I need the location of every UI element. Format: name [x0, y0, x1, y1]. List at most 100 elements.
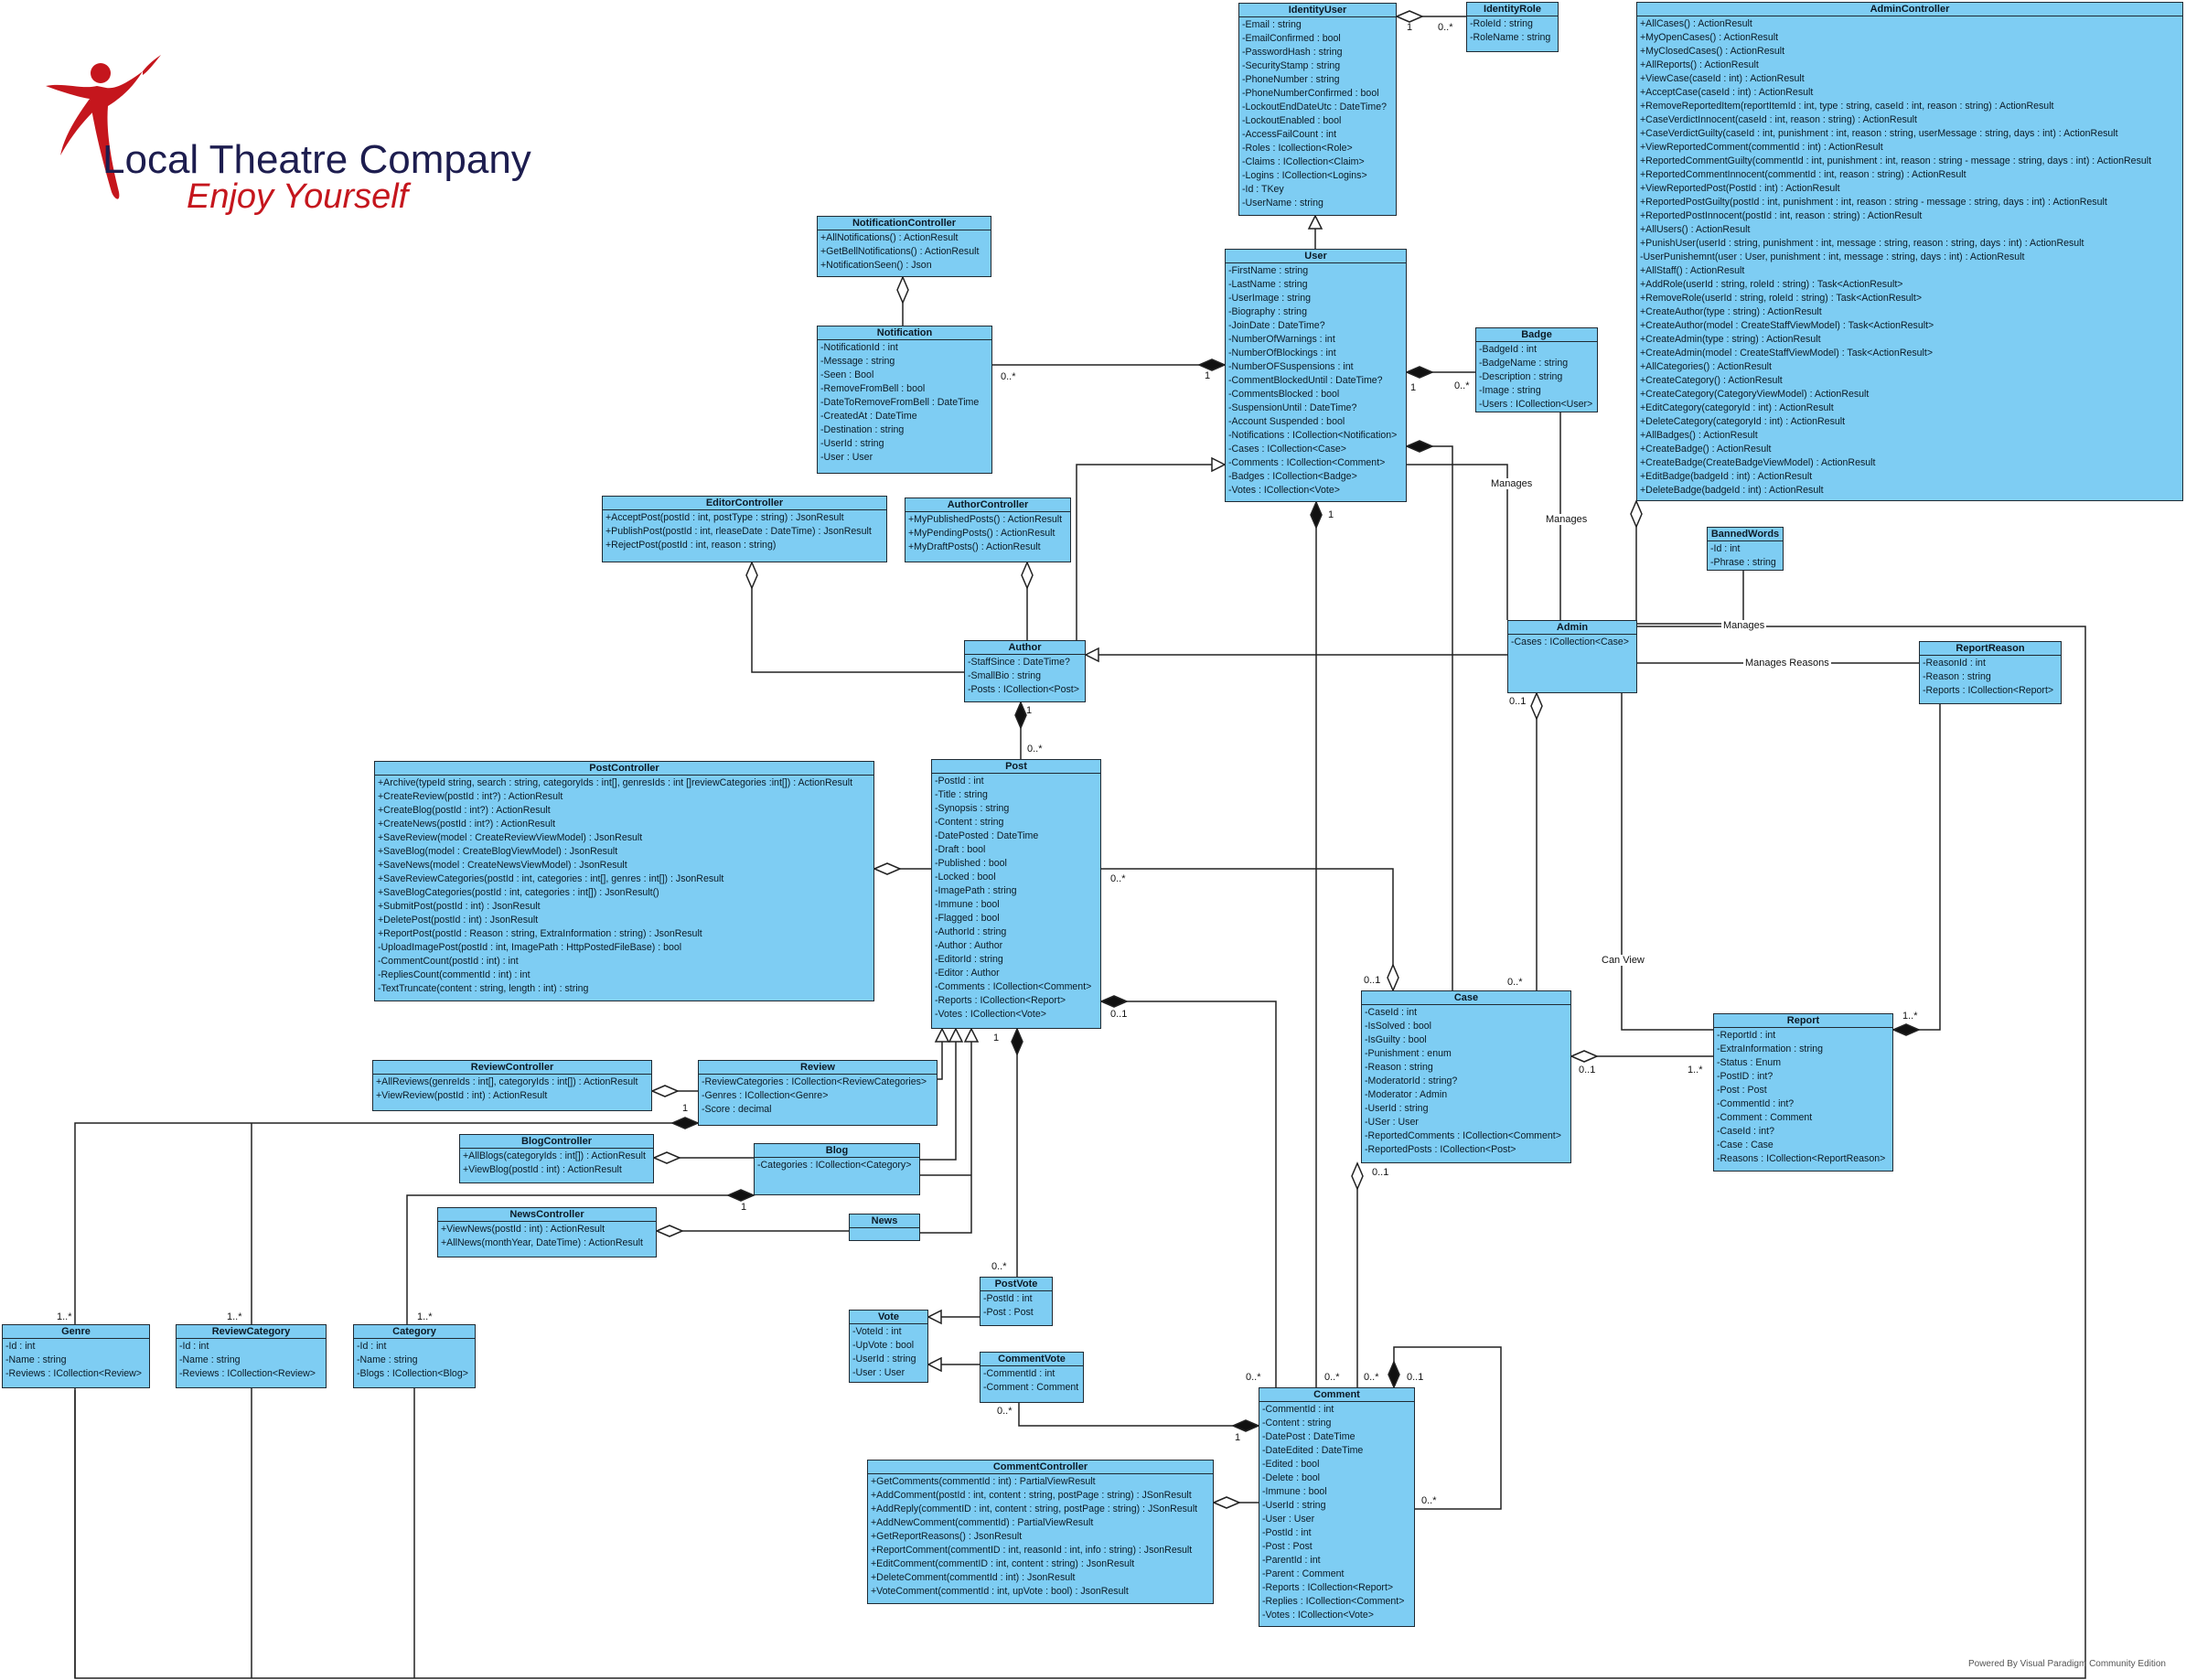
- multiplicity-label: 1: [1410, 382, 1417, 393]
- generalization-arrow: [948, 1027, 964, 1043]
- class-name: ReportReason: [1920, 642, 2061, 656]
- class-commentcontroller[interactable]: CommentController+GetComments(commentId …: [867, 1460, 1214, 1604]
- class-members: +AllCases() : ActionResult+MyOpenCases()…: [1637, 16, 2182, 498]
- class-blog[interactable]: Blog-Categories : ICollection<Category>: [754, 1143, 920, 1195]
- class-blogcontroller[interactable]: BlogController+AllBlogs(categoryIds : in…: [459, 1134, 654, 1183]
- class-member: -CommentBlockedUntil : DateTime?: [1228, 375, 1383, 386]
- aggregation-diamond: [1387, 963, 1399, 992]
- class-member: +DeletePost(postId : int) : JsonResult: [378, 915, 539, 926]
- class-member: -Replies : ICollection<Comment>: [1262, 1596, 1405, 1607]
- class-members: -Categories : ICollection<Category>: [755, 1158, 919, 1173]
- class-member: -CommentsBlocked : bool: [1228, 389, 1340, 400]
- class-reviewcontroller[interactable]: ReviewController+AllReviews(genreIds : i…: [372, 1060, 652, 1111]
- multiplicity-label: 0..*: [1324, 1372, 1340, 1383]
- multiplicity-label: 0..*: [997, 1406, 1013, 1417]
- edge-reportreason-report: [1893, 704, 1941, 1031]
- class-member: +ViewBlog(postId : int) : ActionResult: [463, 1164, 622, 1175]
- class-member: -Content : string: [1262, 1418, 1332, 1429]
- class-name: NewsController: [438, 1208, 656, 1222]
- class-member: -ImagePath : string: [935, 885, 1017, 896]
- class-report[interactable]: Report-ReportId : int-ExtraInformation :…: [1713, 1013, 1893, 1172]
- class-news[interactable]: News: [849, 1214, 920, 1241]
- class-name: Case: [1362, 991, 1570, 1005]
- class-member: -DateEdited : DateTime: [1262, 1445, 1364, 1456]
- class-member: -CommentCount(postId : int) : int: [378, 956, 519, 967]
- class-member: -ModeratorId : string?: [1365, 1075, 1458, 1086]
- class-name: IdentityUser: [1239, 4, 1396, 17]
- class-member: -LastName : string: [1228, 279, 1308, 290]
- generalization-arrow: [927, 1309, 942, 1325]
- class-members: -Id : int-Name : string-Reviews : IColle…: [177, 1339, 326, 1382]
- class-name: CommentVote: [980, 1353, 1083, 1366]
- class-review[interactable]: Review-ReviewCategories : ICollection<Re…: [698, 1060, 938, 1126]
- class-members: -CommentId : int-Comment : Comment: [980, 1366, 1083, 1396]
- class-member: -NumberOFSuspensions : int: [1228, 361, 1354, 372]
- class-vote[interactable]: Vote-VoteId : int-UpVote : bool-UserId :…: [849, 1310, 928, 1383]
- class-newscontroller[interactable]: NewsController+ViewNews(postId : int) : …: [437, 1207, 657, 1257]
- class-member: -Comment : Comment: [1717, 1112, 1813, 1123]
- class-members: -BadgeId : int-BadgeName : string-Descri…: [1476, 342, 1597, 412]
- class-member: +DeleteComment(commentId : int) : JsonRe…: [871, 1572, 1076, 1583]
- aggregation-diamond: [1570, 1050, 1599, 1063]
- class-notificationcontroller[interactable]: NotificationController+AllNotifications(…: [817, 216, 991, 277]
- class-member: -Id : int: [1710, 543, 1741, 554]
- class-member: +SaveBlog(model : CreateBlogViewModel) :…: [378, 846, 618, 857]
- class-member: -TextTruncate(content : string, length :…: [378, 983, 589, 994]
- class-member: -Users : ICollection<User>: [1479, 399, 1593, 410]
- class-member: -Author : Author: [935, 940, 1003, 951]
- class-editorcontroller[interactable]: EditorController+AcceptPost(postId : int…: [602, 496, 887, 562]
- edge-post-comment: [1101, 1001, 1277, 1387]
- class-name: Post: [932, 760, 1100, 774]
- class-admin[interactable]: Admin-Cases : ICollection<Case>: [1507, 620, 1637, 693]
- class-category[interactable]: Category-Id : int-Name : string-Blogs : …: [353, 1324, 476, 1388]
- class-member: -Blogs : ICollection<Blog>: [357, 1368, 468, 1379]
- class-admincontroller[interactable]: AdminController+AllCases() : ActionResul…: [1636, 2, 2183, 501]
- class-member: +GetComments(commentId : int) : PartialV…: [871, 1476, 1096, 1487]
- class-member: -ReasonId : int: [1923, 658, 1986, 669]
- aggregation-diamond: [1212, 1496, 1241, 1509]
- class-case[interactable]: Case-CaseId : int-IsSolved : bool-IsGuil…: [1361, 990, 1571, 1163]
- class-members: -RoleId : string-RoleName : string: [1467, 16, 1558, 46]
- class-member: +CreateAuthor(model : CreateStaffViewMod…: [1640, 320, 1934, 331]
- class-comment[interactable]: Comment-CommentId : int-Content : string…: [1259, 1387, 1415, 1627]
- class-member: +ReportedCommentInnocent(commentId : int…: [1640, 169, 1966, 180]
- class-name: IdentityRole: [1467, 3, 1558, 16]
- multiplicity-label: 0..*: [1421, 1495, 1437, 1506]
- class-identityuser[interactable]: IdentityUser-Email : string-EmailConfirm…: [1238, 3, 1397, 216]
- class-identityrole[interactable]: IdentityRole-RoleId : string-RoleName : …: [1466, 2, 1559, 52]
- class-postvote[interactable]: PostVote-PostId : int-Post : Post: [980, 1277, 1053, 1326]
- multiplicity-label: 1..*: [1902, 1011, 1918, 1022]
- class-post[interactable]: Post-PostId : int-Title : string-Synopsi…: [931, 759, 1101, 1029]
- class-member: -PostId : int: [1262, 1527, 1312, 1538]
- class-notification[interactable]: Notification-NotificationId : int-Messag…: [817, 326, 992, 474]
- class-member: -Badges : ICollection<Badge>: [1228, 471, 1357, 482]
- class-member: -UserId : string: [852, 1354, 916, 1364]
- class-badge[interactable]: Badge-BadgeId : int-BadgeName : string-D…: [1475, 327, 1598, 412]
- composition-diamond: [1231, 1419, 1260, 1432]
- class-bannedwords[interactable]: BannedWords-Id : int-Phrase : string: [1707, 527, 1784, 571]
- class-members: +AllReviews(genreIds : int[], categoryId…: [373, 1075, 651, 1104]
- class-member: -Reports : ICollection<Report>: [935, 995, 1066, 1006]
- class-author[interactable]: Author-StaffSince : DateTime?-SmallBio :…: [964, 640, 1086, 702]
- class-member: +ReportedCommentGuilty(commentId : int, …: [1640, 155, 2152, 166]
- class-member: -Id : int: [5, 1341, 36, 1352]
- class-member: -UserId : string: [1365, 1103, 1429, 1114]
- class-postcontroller[interactable]: PostController+Archive(typeId string, se…: [374, 761, 874, 1001]
- class-authorcontroller[interactable]: AuthorController+MyPublishedPosts() : Ac…: [905, 498, 1071, 562]
- class-commentvote[interactable]: CommentVote-CommentId : int-Comment : Co…: [980, 1352, 1084, 1403]
- class-member: -BadgeName : string: [1479, 358, 1569, 369]
- class-name: Admin: [1508, 621, 1636, 635]
- composition-diamond: [1011, 1027, 1023, 1056]
- class-genre[interactable]: Genre-Id : int-Name : string-Reviews : I…: [2, 1324, 150, 1388]
- class-name: Badge: [1476, 328, 1597, 342]
- class-member: +ReportedPostGuilty(postId : int, punish…: [1640, 197, 2107, 208]
- class-reviewcategory[interactable]: ReviewCategory-Id : int-Name : string-Re…: [176, 1324, 327, 1388]
- class-user[interactable]: User-FirstName : string-LastName : strin…: [1225, 249, 1407, 502]
- association-name-label: Can View: [1600, 955, 1646, 966]
- generalization-arrow: [1084, 647, 1099, 663]
- class-member: -PhoneNumberConfirmed : bool: [1242, 88, 1379, 99]
- aggregation-diamond: [873, 862, 902, 875]
- class-reportreason[interactable]: ReportReason-ReasonId : int-Reason : str…: [1919, 641, 2062, 704]
- multiplicity-label: 0..1: [1364, 975, 1381, 986]
- class-member: -Name : string: [179, 1354, 241, 1365]
